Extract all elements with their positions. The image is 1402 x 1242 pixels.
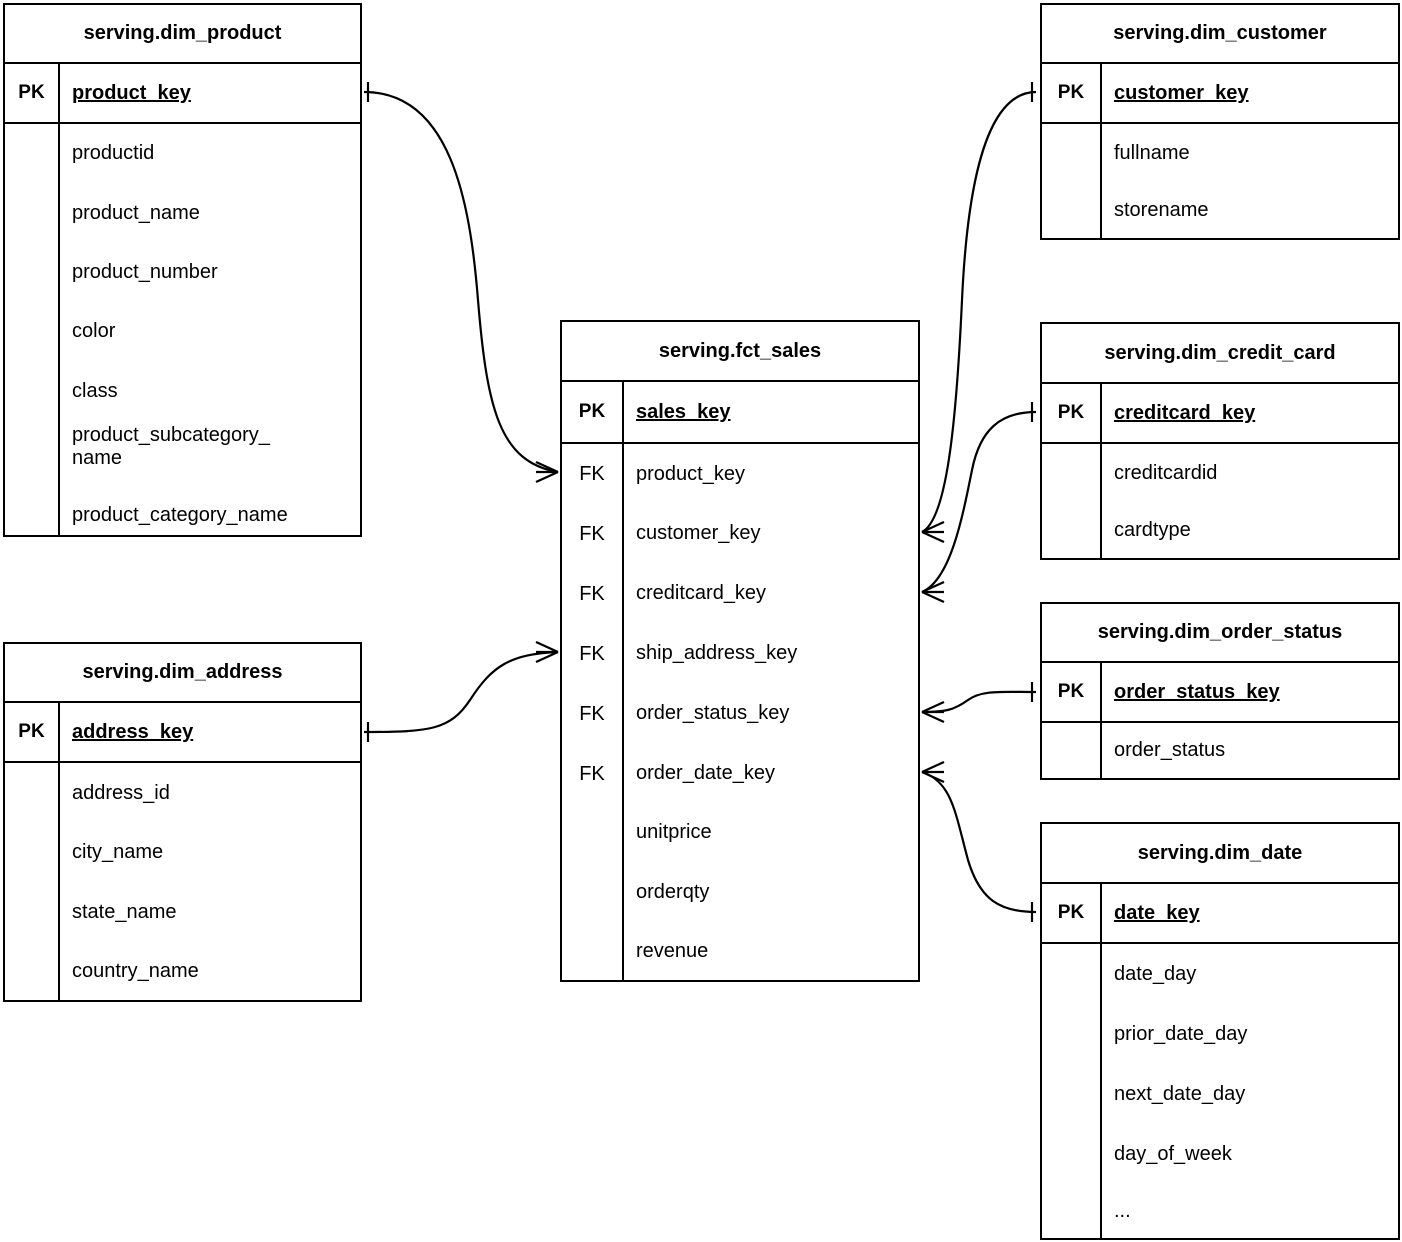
attribute-list-dim-address: address_id city_name state_name country_… <box>5 761 360 1000</box>
relationship-dim-product-to-fct-sales <box>363 82 559 484</box>
fk-badge: FK <box>579 582 605 605</box>
fk-field-row: order_status_key <box>636 701 790 724</box>
pk-field-dim-order-status: order_status_key <box>1114 680 1280 703</box>
attribute-row: city_name <box>72 841 164 864</box>
field-list-fct-sales: FK FK FK FK FK FK product_key customer_k… <box>562 442 918 980</box>
pk-row-dim-credit-card: PK creditcard_key <box>1042 382 1398 442</box>
crow-foot-fct-sales-order-status-key <box>921 700 945 724</box>
attribute-list-dim-order-status: order_status <box>1042 721 1398 778</box>
attribute-key-gutter-dim-customer <box>1042 124 1102 238</box>
entity-title-dim-address: serving.dim_address <box>82 661 283 683</box>
attribute-row: creditcardid <box>1114 462 1218 485</box>
fk-field-row: creditcard_key <box>636 582 767 605</box>
fk-field-row: ship_address_key <box>636 642 798 665</box>
pk-field-dim-customer: customer_key <box>1114 81 1249 104</box>
fk-field-row: order_date_key <box>636 761 775 784</box>
entity-title-dim-customer: serving.dim_customer <box>1113 22 1327 44</box>
fk-field-row: customer_key <box>636 522 761 545</box>
attribute-row: address_id <box>72 781 170 804</box>
pk-badge-dim-order-status: PK <box>1042 663 1102 721</box>
attribute-row: prior_date_day <box>1114 1022 1248 1045</box>
crow-foot-fct-sales-product-key <box>535 460 559 484</box>
measure-row: revenue <box>636 939 709 962</box>
attribute-row: product_subcategory_ name <box>72 424 270 469</box>
attribute-key-gutter-dim-credit-card <box>1042 444 1102 558</box>
pk-row-dim-product: PK product_key <box>5 62 360 122</box>
attribute-row: country_name <box>72 959 199 982</box>
attribute-row: color <box>72 320 116 343</box>
attribute-list-dim-date: date_day prior_date_day next_date_day da… <box>1042 942 1398 1238</box>
attribute-row: productid <box>72 142 155 165</box>
attribute-row: storename <box>1114 199 1209 222</box>
pk-badge-dim-customer: PK <box>1042 64 1102 122</box>
pk-field-dim-date: date_key <box>1114 901 1200 924</box>
fk-badge: FK <box>579 702 605 725</box>
pk-row-dim-customer: PK customer_key <box>1042 62 1398 122</box>
entity-dim-order-status[interactable]: serving.dim_order_status PK order_status… <box>1040 602 1400 780</box>
pk-row-fct-sales: PK sales_key <box>562 380 918 442</box>
attribute-list-dim-credit-card: creditcardid cardtype <box>1042 442 1398 558</box>
entity-title-dim-product: serving.dim_product <box>83 22 282 44</box>
attribute-row: class <box>72 379 118 402</box>
fk-badge-gutter-fct-sales: FK FK FK FK FK FK <box>562 444 624 980</box>
attribute-row: date_day <box>1114 962 1197 985</box>
attribute-row: order_status <box>1114 739 1226 762</box>
entity-dim-date[interactable]: serving.dim_date PK date_key date_day pr… <box>1040 822 1400 1240</box>
attribute-row: ... <box>1114 1199 1131 1222</box>
entity-dim-customer[interactable]: serving.dim_customer PK customer_key ful… <box>1040 3 1400 240</box>
crow-foot-fct-sales-ship-address-key <box>535 640 559 664</box>
attribute-key-gutter-dim-order-status <box>1042 723 1102 778</box>
pk-row-dim-address: PK address_key <box>5 701 360 761</box>
pk-field-dim-address: address_key <box>72 720 194 743</box>
entity-title-dim-credit-card: serving.dim_credit_card <box>1104 341 1336 364</box>
pk-badge-dim-date: PK <box>1042 884 1102 942</box>
attribute-list-dim-product: productid product_name product_number co… <box>5 122 360 535</box>
pk-badge-dim-address: PK <box>5 703 60 761</box>
fk-badge: FK <box>579 522 605 545</box>
attribute-key-gutter-dim-date <box>1042 944 1102 1238</box>
measure-row: orderqty <box>636 881 710 904</box>
entity-dim-product[interactable]: serving.dim_product PK product_key produ… <box>3 3 362 537</box>
relationship-dim-order-status-to-fct-sales <box>921 682 1037 724</box>
attribute-row: product_number <box>72 260 218 283</box>
attribute-row: next_date_day <box>1114 1082 1246 1105</box>
crow-foot-fct-sales-creditcard-key <box>921 580 945 604</box>
fk-field-row: product_key <box>636 462 745 485</box>
pk-row-dim-date: PK date_key <box>1042 882 1398 942</box>
entity-title-dim-date: serving.dim_date <box>1137 841 1303 864</box>
attribute-row: product_name <box>72 201 200 224</box>
attribute-row: cardtype <box>1114 519 1191 542</box>
entity-dim-address[interactable]: serving.dim_address PK address_key addre… <box>3 642 362 1002</box>
entity-dim-credit-card[interactable]: serving.dim_credit_card PK creditcard_ke… <box>1040 322 1400 560</box>
relationship-dim-address-to-fct-sales <box>363 640 559 742</box>
pk-badge-dim-product: PK <box>5 64 60 122</box>
attribute-list-dim-customer: fullname storename <box>1042 122 1398 238</box>
pk-field-dim-credit-card: creditcard_key <box>1114 401 1256 424</box>
pk-row-dim-order-status: PK order_status_key <box>1042 661 1398 721</box>
relationship-dim-date-to-fct-sales <box>921 760 1037 922</box>
relationship-dim-customer-to-fct-sales <box>921 82 1037 544</box>
fk-badge: FK <box>579 462 605 485</box>
entity-fct-sales[interactable]: serving.fct_sales PK sales_key FK FK FK … <box>560 320 920 982</box>
attribute-key-gutter-dim-product <box>5 124 60 535</box>
attribute-row: state_name <box>72 900 177 923</box>
pk-field-fct-sales: sales_key <box>636 400 731 423</box>
fk-badge: FK <box>579 762 605 785</box>
entity-title-dim-order-status: serving.dim_order_status <box>1097 621 1343 643</box>
pk-badge-dim-credit-card: PK <box>1042 384 1102 442</box>
crow-foot-fct-sales-order-date-key <box>921 760 945 784</box>
relationship-dim-credit-card-to-fct-sales <box>921 402 1037 604</box>
measure-row: unitprice <box>636 821 712 844</box>
pk-field-dim-product: product_key <box>72 81 191 104</box>
attribute-key-gutter-dim-address <box>5 763 60 1000</box>
attribute-row: fullname <box>1114 142 1190 165</box>
fk-badge: FK <box>579 642 605 665</box>
pk-badge-fct-sales: PK <box>562 382 624 442</box>
crow-foot-fct-sales-customer-key <box>921 520 945 544</box>
attribute-row: day_of_week <box>1114 1142 1232 1165</box>
attribute-row: product_category_name <box>72 504 288 527</box>
entity-title-fct-sales: serving.fct_sales <box>658 339 822 362</box>
